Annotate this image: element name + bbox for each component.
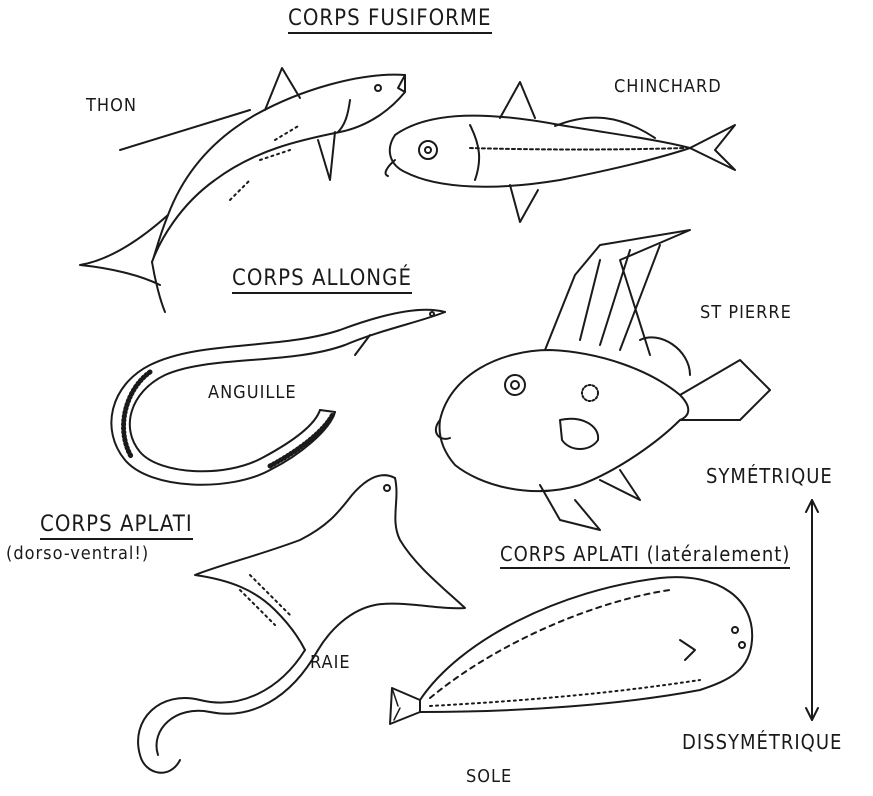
- heading-corps-fusiforme: CORPS FUSIFORME: [288, 6, 492, 34]
- sole-illustration: [390, 577, 752, 724]
- label-symetrique: SYMÉTRIQUE: [706, 464, 833, 488]
- heading-dorso-ventral: (dorso-ventral!): [6, 543, 149, 564]
- label-raie: RAIE: [310, 652, 351, 673]
- heading-corps-aplati-dorso: CORPS APLATI: [40, 512, 193, 540]
- heading-corps-allonge: CORPS ALLONGÉ: [232, 266, 412, 294]
- label-sole: SOLE: [466, 766, 512, 787]
- label-chinchard: CHINCHARD: [614, 76, 722, 97]
- label-st-pierre: ST PIERRE: [700, 302, 792, 323]
- label-anguille: ANGUILLE: [208, 382, 297, 403]
- symmetry-arrow: [806, 500, 818, 720]
- horse-mackerel-illustration: [386, 82, 735, 222]
- label-thon: THON: [86, 95, 137, 116]
- heading-corps-aplati-lateral: CORPS APLATI (latéralement): [500, 542, 790, 569]
- label-dissymetrique: DISSYMÉTRIQUE: [682, 730, 842, 754]
